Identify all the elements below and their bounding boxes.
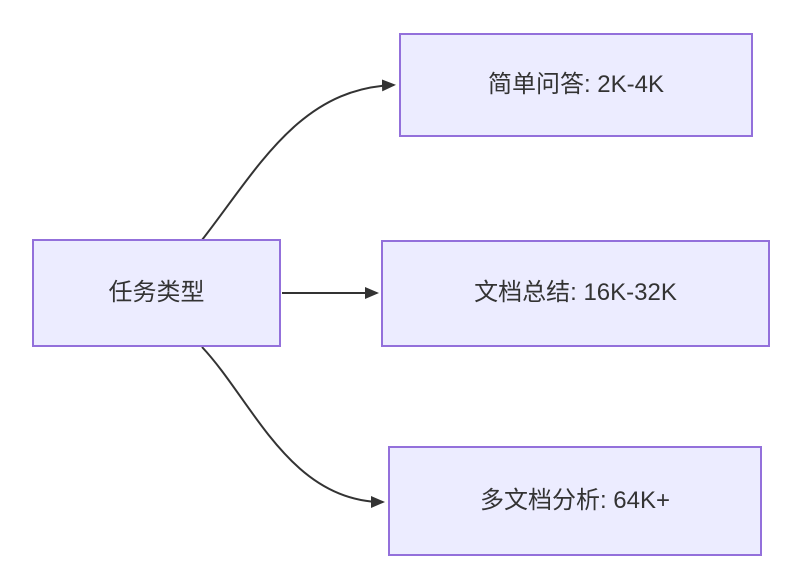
node-simple-qa-label: 简单问答: 2K-4K (487, 70, 665, 98)
node-multi-doc-analysis: 多文档分析: 64K+ (388, 446, 762, 556)
node-multi-doc-analysis-label: 多文档分析: 64K+ (479, 486, 671, 514)
node-doc-summary: 文档总结: 16K-32K (381, 240, 770, 347)
edge-task-type-to-simple-qa (201, 79, 396, 241)
node-task-type: 任务类型 (32, 239, 281, 347)
node-doc-summary-label: 文档总结: 16K-32K (474, 279, 677, 307)
node-task-type-label: 任务类型 (108, 278, 205, 306)
edge-task-type-to-multi-doc-analysis (201, 346, 385, 508)
node-simple-qa: 简单问答: 2K-4K (399, 33, 753, 137)
